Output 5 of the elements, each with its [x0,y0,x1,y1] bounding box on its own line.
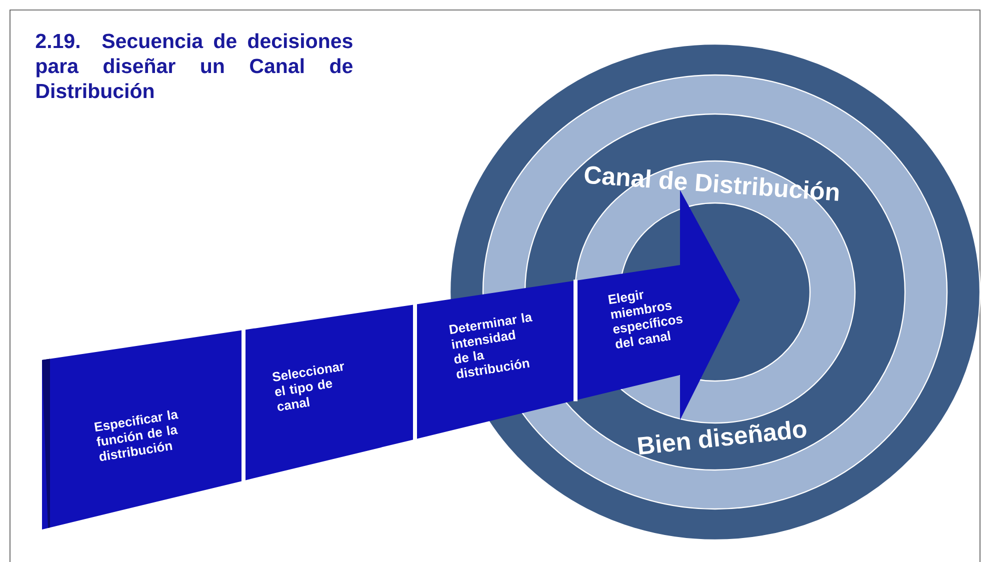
ring-label: Bien diseñado [638,420,806,455]
arrow-segment: Determinar la intensidad de la distribución [415,280,576,440]
arrow-segment: Seleccionar el tipo de canal [244,304,415,481]
title: 2.19. Secuencia de decisiones para diseñar un Canal de Distribución [36,33,352,98]
arrow-segment: Especificar la función de la distribución [42,330,244,530]
